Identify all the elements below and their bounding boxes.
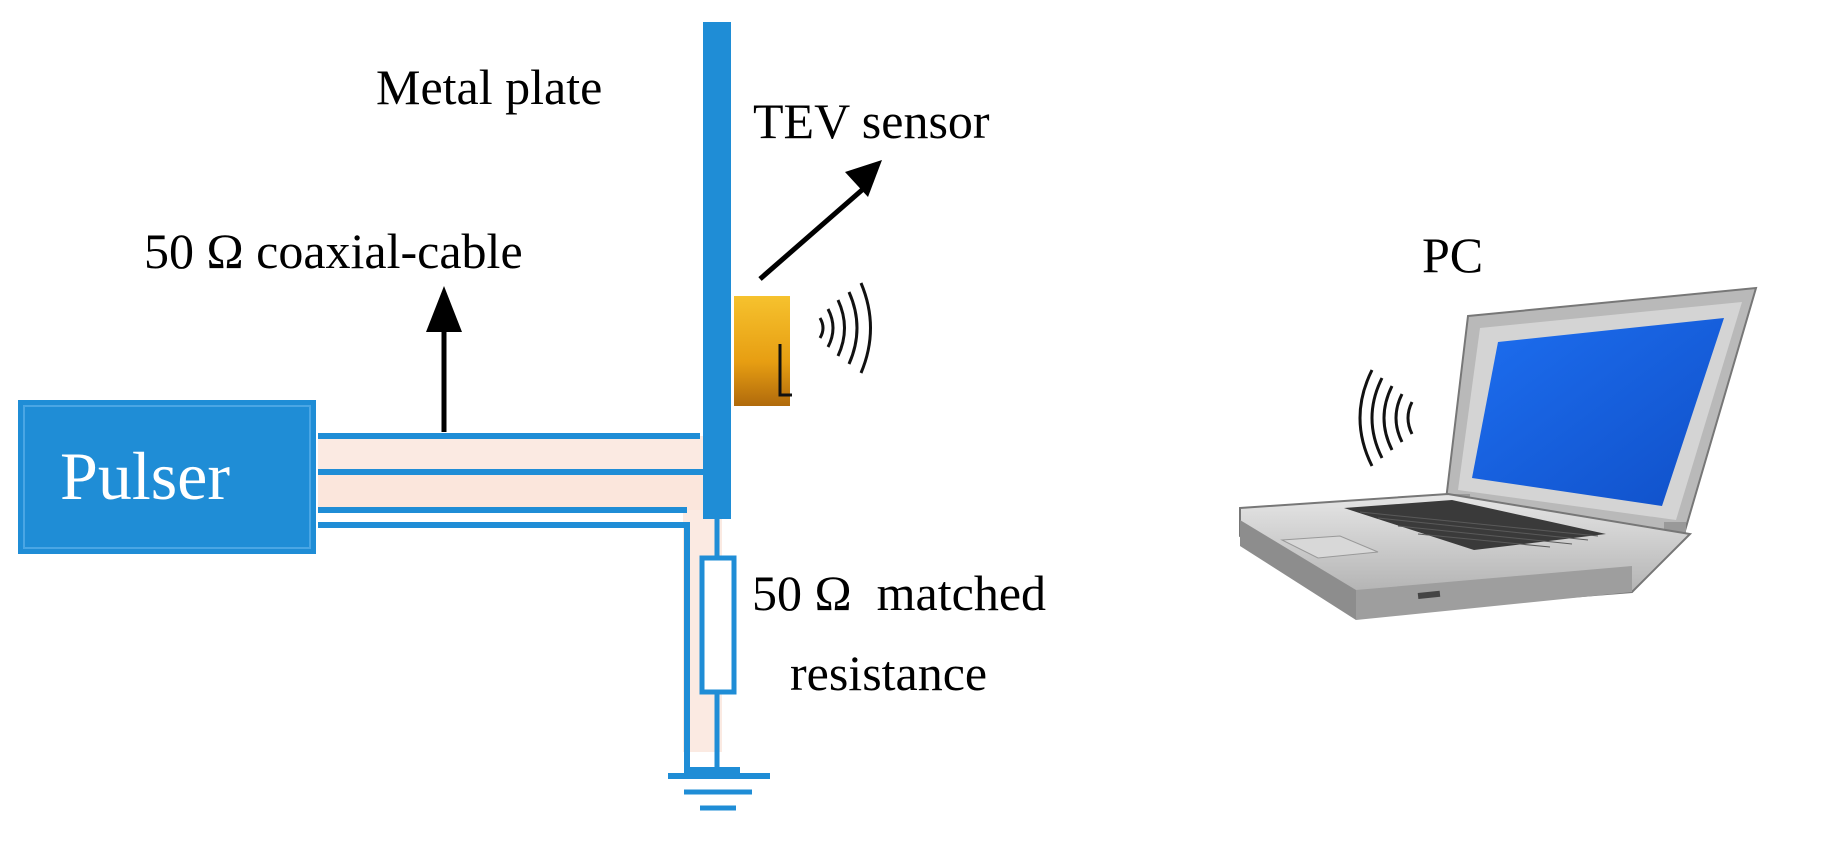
- pulser-box: [18, 400, 316, 554]
- arrow-icon: [426, 286, 462, 432]
- tev-sensor-device: [734, 296, 792, 406]
- wireless-wave-icon: [1358, 369, 1414, 467]
- metal-plate: [703, 22, 731, 519]
- resistance-label-line1: 50 Ω matched: [752, 565, 1047, 621]
- coaxial-cable: [318, 433, 740, 773]
- laptop-icon: [1239, 286, 1758, 620]
- pc-label: PC: [1422, 227, 1484, 283]
- metal-plate-label: Metal plate: [376, 59, 603, 115]
- resistor-symbol: [699, 519, 737, 770]
- resistance-label-line2: resistance: [790, 645, 988, 701]
- coaxial-cable-label: 50 Ω coaxial-cable: [144, 223, 523, 279]
- arrow-icon: [758, 160, 882, 281]
- ground-symbol: [668, 770, 770, 811]
- pulser-label: Pulser: [60, 438, 230, 514]
- tev-sensor-label: TEV sensor: [753, 93, 990, 149]
- wireless-wave-icon: [818, 282, 872, 374]
